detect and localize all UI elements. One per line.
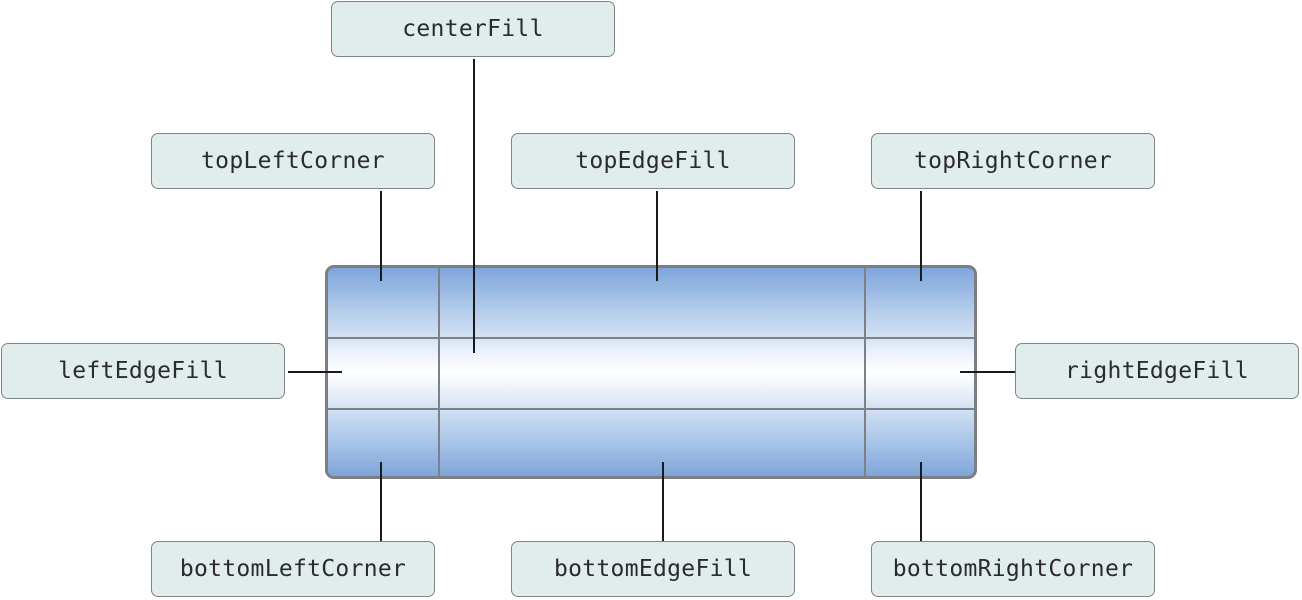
slice-left-edge-fill [328,338,438,408]
slice-top-left-corner [328,268,438,337]
nine-slice-image [325,265,977,479]
slice-divider-right [864,268,866,476]
slice-top-edge-fill [439,268,864,337]
slice-divider-left [438,268,440,476]
slice-bottom-left-corner [328,409,438,476]
label-top-edge-fill: topEdgeFill [511,133,795,189]
label-center-fill: centerFill [331,1,615,57]
label-top-right-corner: topRightCorner [871,133,1155,189]
label-top-left-corner: topLeftCorner [151,133,435,189]
label-left-edge-fill: leftEdgeFill [1,343,285,399]
slice-center-fill [439,338,864,408]
slice-right-edge-fill [866,338,974,408]
label-bottom-edge-fill: bottomEdgeFill [511,541,795,597]
slice-divider-bottom [328,408,974,410]
label-right-edge-fill: rightEdgeFill [1015,343,1299,399]
slice-bottom-edge-fill [439,409,864,476]
label-bottom-right-corner: bottomRightCorner [871,541,1155,597]
slice-divider-top [328,337,974,339]
label-bottom-left-corner: bottomLeftCorner [151,541,435,597]
slice-top-right-corner [866,268,974,337]
slice-bottom-right-corner [866,409,974,476]
